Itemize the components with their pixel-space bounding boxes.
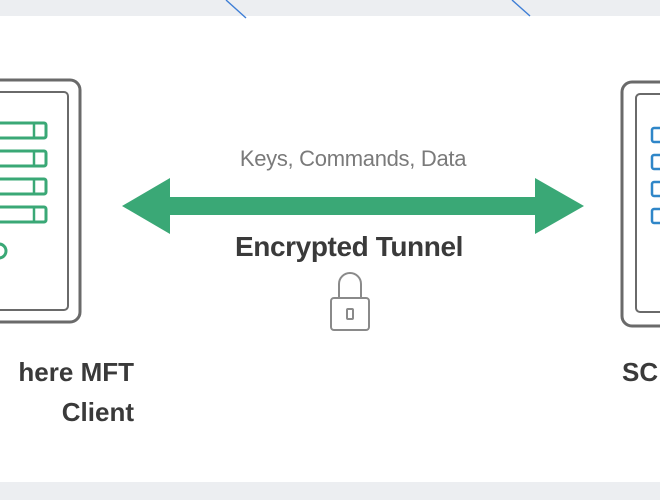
decor-line-left [225,0,247,19]
client-status-dot [0,242,8,260]
padlock-keyhole [346,308,354,320]
tunnel-label: Encrypted Tunnel [235,231,463,262]
arrow-caption: Keys, Commands, Data [239,146,467,171]
server-label: SC [622,357,659,387]
padlock-icon [330,272,370,331]
decorative-lines [225,0,531,19]
server-device-icon [620,80,660,328]
server-rows [650,126,660,225]
decor-line-right [511,0,531,17]
diagram-panel [0,16,660,482]
double-arrow-icon [122,178,584,234]
top-band [0,0,660,16]
client-label-line1: here MFT [18,357,134,387]
client-device-icon [0,78,82,324]
client-label-line2: Client [61,397,134,427]
client-label: here MFT Client [0,352,134,432]
